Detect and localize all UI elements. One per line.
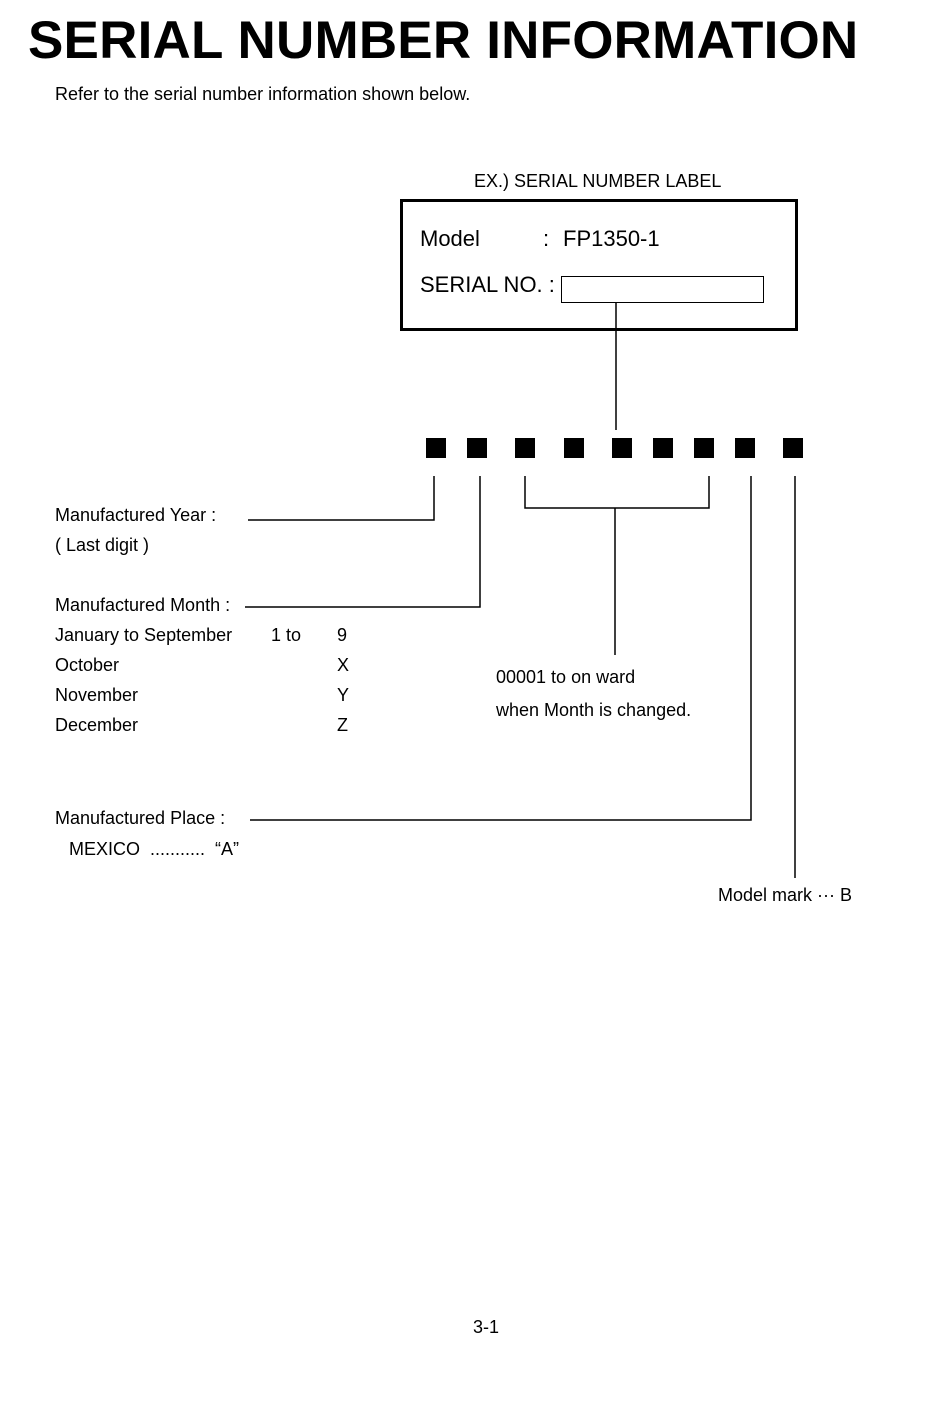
serial-no-field	[561, 276, 764, 303]
serial-digit-square	[467, 438, 487, 458]
serial-digit-square	[515, 438, 535, 458]
model-value: FP1350-1	[563, 226, 660, 251]
label-caption: EX.) SERIAL NUMBER LABEL	[474, 171, 722, 191]
page-number: 3-1	[473, 1317, 500, 1337]
sequence-line-1: 00001 to on ward	[496, 667, 636, 687]
place-value: MEXICO ........... “A”	[69, 839, 240, 859]
page-subtitle: Refer to the serial number information s…	[55, 84, 471, 104]
serial-no-label: SERIAL NO. :	[420, 272, 555, 297]
sequence-line-2: when Month is changed.	[496, 700, 692, 720]
serial-digit-square	[426, 438, 446, 458]
serial-digit-square	[783, 438, 803, 458]
month-connector-line	[245, 476, 481, 608]
month-label: Manufactured Month :	[55, 595, 231, 615]
month-row-name: October	[55, 655, 120, 675]
place-label: Manufactured Place :	[55, 808, 226, 828]
serial-digit-square	[735, 438, 755, 458]
month-row-range: 1 to	[271, 625, 302, 645]
year-label: Manufactured Year :	[55, 505, 217, 525]
serial-digit-square	[612, 438, 632, 458]
serial-digit-square	[653, 438, 673, 458]
month-row-code: Y	[337, 685, 350, 705]
serial-digit-square	[564, 438, 584, 458]
month-row-code: X	[337, 655, 350, 675]
model-mark-text: Model mark ··· B	[718, 885, 853, 905]
model-label: Model	[420, 226, 480, 251]
year-note: ( Last digit )	[55, 535, 150, 555]
place-connector-line	[250, 476, 752, 821]
serial-number-label-box	[400, 199, 798, 331]
month-row-name: January to September	[55, 625, 233, 645]
month-row-code: Z	[337, 715, 348, 735]
month-row-name: November	[55, 685, 139, 705]
year-connector-line	[248, 476, 435, 521]
month-row-name: December	[55, 715, 139, 735]
serial-digit-squares	[426, 438, 803, 458]
sequence-bracket	[524, 476, 710, 509]
model-separator: :	[543, 226, 550, 251]
month-row-code: 9	[337, 625, 348, 645]
page-title: SERIAL NUMBER INFORMATION	[28, 11, 859, 70]
serial-digit-square	[694, 438, 714, 458]
